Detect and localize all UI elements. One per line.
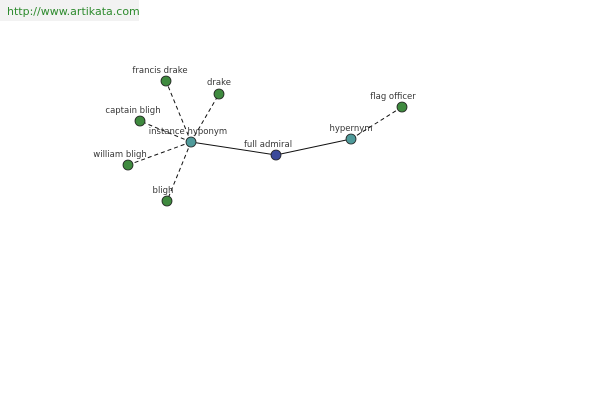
edge-instance-francis-drake bbox=[165, 80, 192, 143]
label-drake: drake bbox=[207, 78, 231, 88]
edge-instance-captain-bligh bbox=[139, 120, 192, 143]
node-hypernym[interactable] bbox=[345, 133, 357, 145]
edge-instance-drake bbox=[190, 93, 220, 143]
node-william-bligh[interactable] bbox=[122, 159, 134, 171]
url-bar: http://www.artikata.com bbox=[0, 0, 140, 21]
node-instance-hyponym[interactable] bbox=[185, 136, 197, 148]
label-flag-officer: flag officer bbox=[370, 92, 416, 102]
label-william-bligh: william bligh bbox=[93, 150, 147, 160]
node-bligh[interactable] bbox=[161, 195, 173, 207]
edge-instance-bligh bbox=[166, 141, 192, 202]
node-flag-officer[interactable] bbox=[396, 101, 408, 113]
label-hypernym: hypernym bbox=[329, 124, 372, 134]
node-full-admiral[interactable] bbox=[270, 149, 282, 161]
label-francis-drake: francis drake bbox=[132, 66, 187, 76]
edge-center-hypernym bbox=[275, 138, 352, 156]
label-captain-bligh: captain bligh bbox=[105, 106, 160, 116]
label-instance-hyponym: instance hyponym bbox=[149, 127, 227, 137]
label-bligh: bligh bbox=[153, 186, 174, 196]
node-drake[interactable] bbox=[213, 88, 225, 100]
site-url-link[interactable]: http://www.artikata.com bbox=[7, 5, 140, 18]
edge-hypernym-flag-officer bbox=[350, 106, 403, 140]
node-francis-drake[interactable] bbox=[160, 75, 172, 87]
node-captain-bligh[interactable] bbox=[134, 115, 146, 127]
edge-instance-center bbox=[190, 141, 277, 156]
label-full-admiral: full admiral bbox=[244, 140, 292, 150]
